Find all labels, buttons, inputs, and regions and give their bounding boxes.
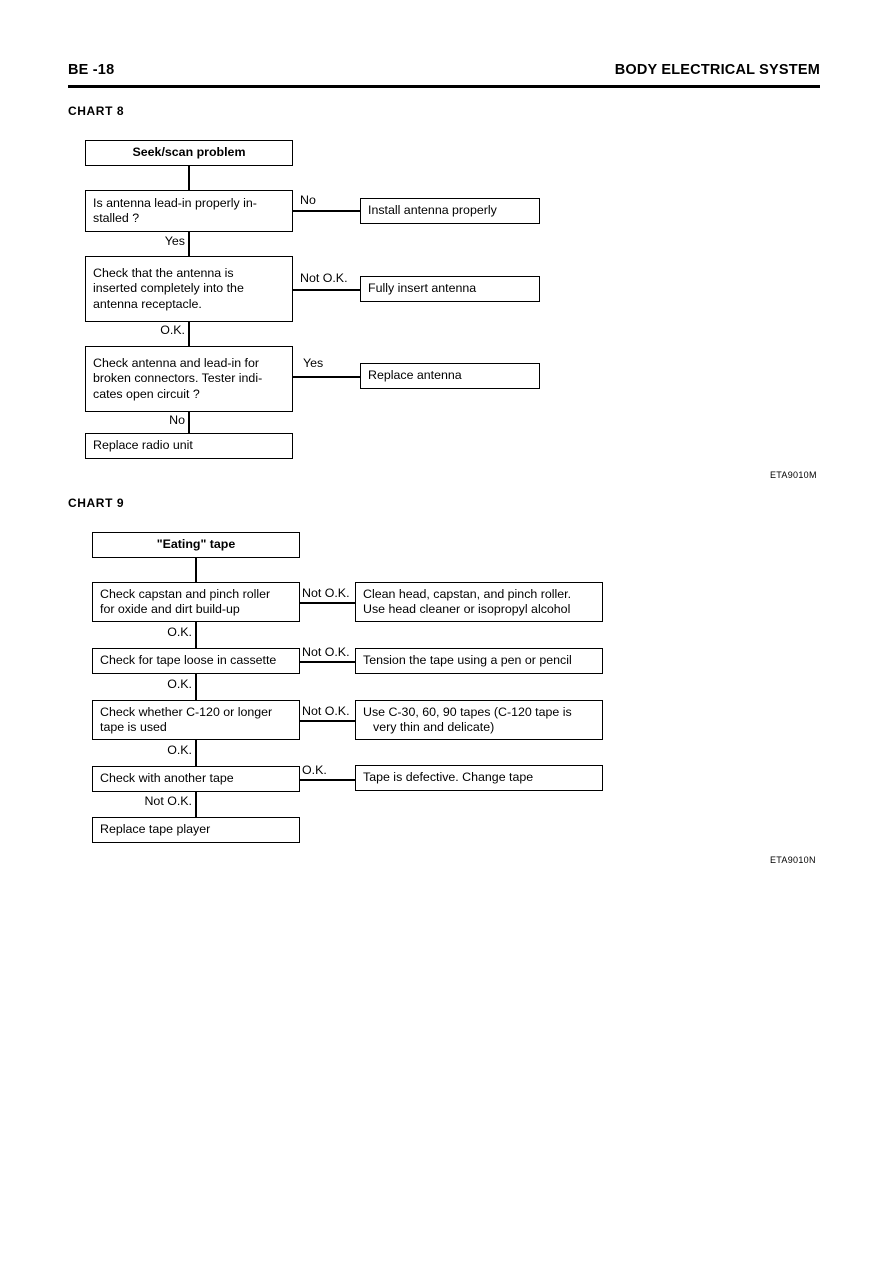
connector-c8-q1-q2: [188, 232, 190, 256]
node-line: Is antenna lead-in properly in-: [93, 195, 257, 210]
node-line: tape is used: [100, 720, 167, 734]
node-line: Replace antenna: [368, 368, 462, 383]
chart-9-decision-another-tape: Check with another tape: [92, 766, 300, 792]
branch-label-c9-q3-ok: O.K.: [148, 744, 192, 757]
connector-c9-title-q1: [195, 558, 197, 582]
branch-label-c8-q1-no: No: [300, 193, 316, 207]
connector-c8-title-q1: [188, 166, 190, 190]
chart-9-decision-c120-tape: Check whether C-120 or longer tape is us…: [92, 700, 300, 740]
branch-label-c9-q2-ok: O.K.: [148, 678, 192, 691]
chart-9-action-clean-head: Clean head, capstan, and pinch roller. U…: [355, 582, 603, 622]
connector-c8-q2-a2: [293, 289, 360, 291]
chart-8-label: CHART 8: [68, 104, 125, 118]
chart-9-decision-tape-loose: Check for tape loose in cassette: [92, 648, 300, 674]
chart-8-decision-antenna-inserted: Check that the antenna is inserted compl…: [85, 256, 293, 322]
chart-8-action-fully-insert-antenna: Fully insert antenna: [360, 276, 540, 302]
connector-c9-q4-a4: [300, 779, 355, 781]
chart-9-action-replace-tape-player: Replace tape player: [92, 817, 300, 843]
node-line: Use C-30, 60, 90 tapes (C-120 tape is: [363, 704, 572, 719]
chart-9-title-box: "Eating" tape: [92, 532, 300, 558]
branch-label-c9-q1-not-ok: Not O.K.: [302, 586, 350, 600]
connector-c9-q2-q3: [195, 674, 197, 700]
node-line: Use head cleaner or isopropyl alcohol: [363, 602, 571, 616]
connector-c8-q3-end: [188, 412, 190, 433]
node-line: for oxide and dirt build-up: [100, 602, 240, 616]
branch-label-c9-q3-not-ok: Not O.K.: [302, 704, 350, 718]
connector-c9-q3-a3: [300, 720, 355, 722]
chart-9-action-use-shorter-tapes: Use C-30, 60, 90 tapes (C-120 tape is ve…: [355, 700, 603, 740]
branch-label-c8-q1-yes: Yes: [150, 235, 185, 248]
connector-c9-q1-q2: [195, 622, 197, 648]
connector-c9-q1-a1: [300, 602, 355, 604]
node-line: Check that the antenna is: [93, 265, 234, 280]
page-header: BE -18 BODY ELECTRICAL SYSTEM: [68, 62, 820, 92]
node-line: Clean head, capstan, and pinch roller.: [363, 586, 572, 601]
chart-9-action-tension-tape: Tension the tape using a pen or pencil: [355, 648, 603, 674]
chart-8-title-box: Seek/scan problem: [85, 140, 293, 166]
chart-8-decision-broken-connectors: Check antenna and lead-in for broken con…: [85, 346, 293, 412]
connector-c9-q4-end: [195, 792, 197, 817]
branch-label-c8-q3-yes: Yes: [303, 356, 324, 370]
header-divider: [68, 85, 820, 88]
node-line: antenna receptacle.: [93, 296, 202, 311]
node-line: Replace tape player: [100, 822, 211, 837]
node-line: very thin and delicate): [373, 720, 495, 734]
node-line: Install antenna properly: [368, 203, 497, 218]
node-line: Check whether C-120 or longer: [100, 704, 273, 719]
connector-c8-q2-q3: [188, 322, 190, 346]
chart-9-decision-capstan-pinch-roller: Check capstan and pinch roller for oxide…: [92, 582, 300, 622]
chart-8-action-replace-radio-unit: Replace radio unit: [85, 433, 293, 459]
connector-c8-q1-a1: [293, 210, 360, 212]
chart-9-label: CHART 9: [68, 496, 125, 510]
chart-8-decision-antenna-lead-in: Is antenna lead-in properly in- stalled …: [85, 190, 293, 232]
chart-9-title-text: "Eating" tape: [156, 537, 236, 552]
branch-label-c8-q2-not-ok: Not O.K.: [300, 271, 348, 285]
branch-label-c9-q4-not-ok: Not O.K.: [120, 795, 192, 808]
chart-9-action-tape-defective: Tape is defective. Change tape: [355, 765, 603, 791]
connector-c9-q3-q4: [195, 740, 197, 766]
page-number: BE -18: [68, 62, 115, 78]
node-line: Replace radio unit: [93, 438, 193, 453]
chart-8-action-install-antenna: Install antenna properly: [360, 198, 540, 224]
branch-label-c8-q2-ok: O.K.: [140, 324, 185, 337]
node-line: broken connectors. Tester indi-: [93, 371, 263, 386]
node-line: stalled ?: [93, 211, 140, 225]
branch-label-c9-q4-ok: O.K.: [302, 763, 327, 777]
chart-8-action-replace-antenna: Replace antenna: [360, 363, 540, 389]
chart-8-figure-caption: ETA9010M: [770, 470, 817, 480]
node-line: Check capstan and pinch roller: [100, 586, 271, 601]
node-line: Check for tape loose in cassette: [100, 653, 277, 668]
connector-c8-q3-a3: [293, 376, 360, 378]
branch-label-c8-q3-no: No: [150, 414, 185, 427]
page-title: BODY ELECTRICAL SYSTEM: [614, 62, 820, 78]
node-line: Tension the tape using a pen or pencil: [363, 653, 572, 668]
node-line: Tape is defective. Change tape: [363, 770, 534, 785]
chart-8-title-text: Seek/scan problem: [132, 145, 246, 160]
node-line: inserted completely into the: [93, 281, 244, 296]
node-line: Check antenna and lead-in for: [93, 355, 260, 370]
branch-label-c9-q2-not-ok: Not O.K.: [302, 645, 350, 659]
connector-c9-q2-a2: [300, 661, 355, 663]
node-line: Fully insert antenna: [368, 281, 477, 296]
chart-9-figure-caption: ETA9010N: [770, 855, 816, 865]
node-line: Check with another tape: [100, 771, 234, 786]
branch-label-c9-q1-ok: O.K.: [148, 626, 192, 639]
node-line: cates open circuit ?: [93, 386, 200, 401]
